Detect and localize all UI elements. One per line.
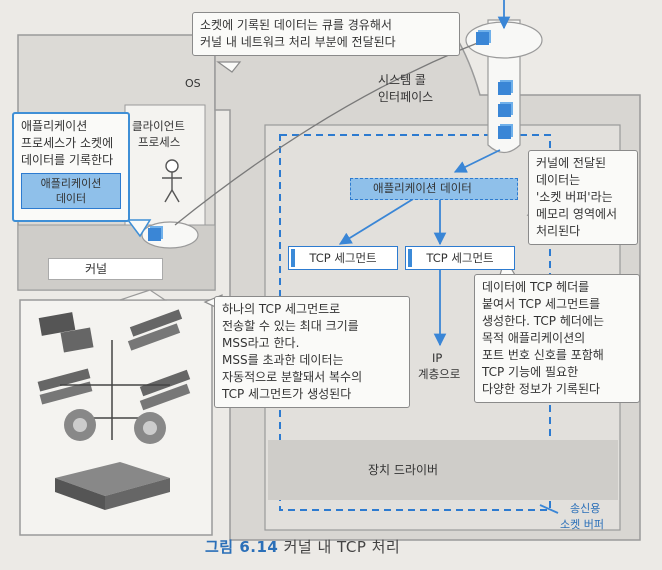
callout-line: MSS를 초과한 데이터는 [222,353,344,367]
client-process-label-line2: 프로세스 [138,135,181,149]
callout-line: 소켓에 기록된 데이터는 큐를 경유해서 [200,18,392,32]
callout-line: 데이터는 [536,173,581,187]
app-data-bar: 애플리케이션 데이터 [350,178,518,200]
tcp-segment-1: TCP 세그먼트 [288,246,398,270]
device-driver-label: 장치 드라이버 [368,463,439,477]
callout-line: MSS라고 한다. [222,336,300,350]
kernel-label-box: 커널 [48,258,163,280]
app-data-label-line2: 데이터 [55,192,87,205]
figure-title: 커널 내 TCP 처리 [283,538,401,556]
data-block-icon [148,228,161,241]
figure-number: 그림 6.14 [205,538,279,556]
syscall-label-line2: 인터페이스 [378,90,434,104]
callout-line: 애플리케이션 [21,119,88,133]
callout-line: 데이터에 TCP 헤더를 [482,280,590,294]
network-device-icon [55,462,170,510]
data-block-icon [498,82,511,95]
callout-line: 붙여서 TCP 세그먼트를 [482,297,601,311]
os-label: OS [185,77,201,90]
figure-caption: 그림 6.14 커널 내 TCP 처리 [205,536,400,557]
person-icon [162,159,182,203]
callout-line: 포트 번호 신호를 포함해 [482,348,604,362]
device-driver-band [268,440,618,500]
send-buffer-label-line1: 송신용 [570,502,601,515]
callout-line: 하나의 TCP 세그먼트로 [222,302,341,316]
callout-line: 메모리 영역에서 [536,207,618,221]
disk-icons [64,409,166,444]
data-block-icon [498,126,511,139]
client-process-label-line1: 클라이언트 [132,119,185,133]
data-block-icon [476,32,489,45]
callout-socket-buffer: 커널에 전달된 데이터는 '소켓 버퍼'라는 메모리 영역에서 처리된다 [528,150,638,245]
callout-line: 자동적으로 분할돼서 복수의 [222,370,363,384]
app-data-box: 애플리케이션 데이터 [21,173,121,209]
callout-line: '소켓 버퍼'라는 [536,190,613,204]
callout-line: TCP 기능에 필요한 [482,365,579,379]
kernel-label: 커널 [85,262,108,276]
ip-label-line1: IP [432,351,443,365]
callout-line: 전송할 수 있는 최대 크기를 [222,319,359,333]
callout-line: 커널에 전달된 [536,156,607,170]
callout-line: 처리된다 [536,224,581,238]
callout-line: 다양한 정보가 기록된다 [482,382,601,396]
ip-label-line2: 계층으로 [418,367,461,381]
memory-chip-icons [37,309,191,411]
callout-line: 데이터를 기록한다 [21,153,114,167]
callout-mss: 하나의 TCP 세그먼트로 전송할 수 있는 최대 크기를 MSS라고 한다. … [214,296,410,408]
app-data-label-line1: 애플리케이션 [40,177,102,190]
tcp-segment-2: TCP 세그먼트 [405,246,515,270]
callout-line: 커널 내 네트워크 처리 부분에 전달된다 [200,35,396,49]
callout-app-write: 애플리케이션 프로세스가 소켓에 데이터를 기록한다 애플리케이션 데이터 [12,112,130,222]
send-buffer-label-line2: 소켓 버퍼 [560,518,604,531]
callout-line: 목적 애플리케이션의 [482,331,586,345]
callout-line: 프로세스가 소켓에 [21,136,114,150]
syscall-label-line1: 시스템 콜 [378,73,426,87]
client-process-area [124,104,206,226]
app-data-bar-label: 애플리케이션 데이터 [373,181,472,195]
callout-socket-queue: 소켓에 기록된 데이터는 큐를 경유해서 커널 내 네트워크 처리 부분에 전달… [192,12,460,56]
callout-tcp-header: 데이터에 TCP 헤더를 붙여서 TCP 세그먼트를 생성한다. TCP 헤더에… [474,274,640,403]
callout-line: TCP 세그먼트가 생성된다 [222,387,352,401]
callout-line: 생성한다. TCP 헤더에는 [482,314,605,328]
data-block-icon [498,104,511,117]
